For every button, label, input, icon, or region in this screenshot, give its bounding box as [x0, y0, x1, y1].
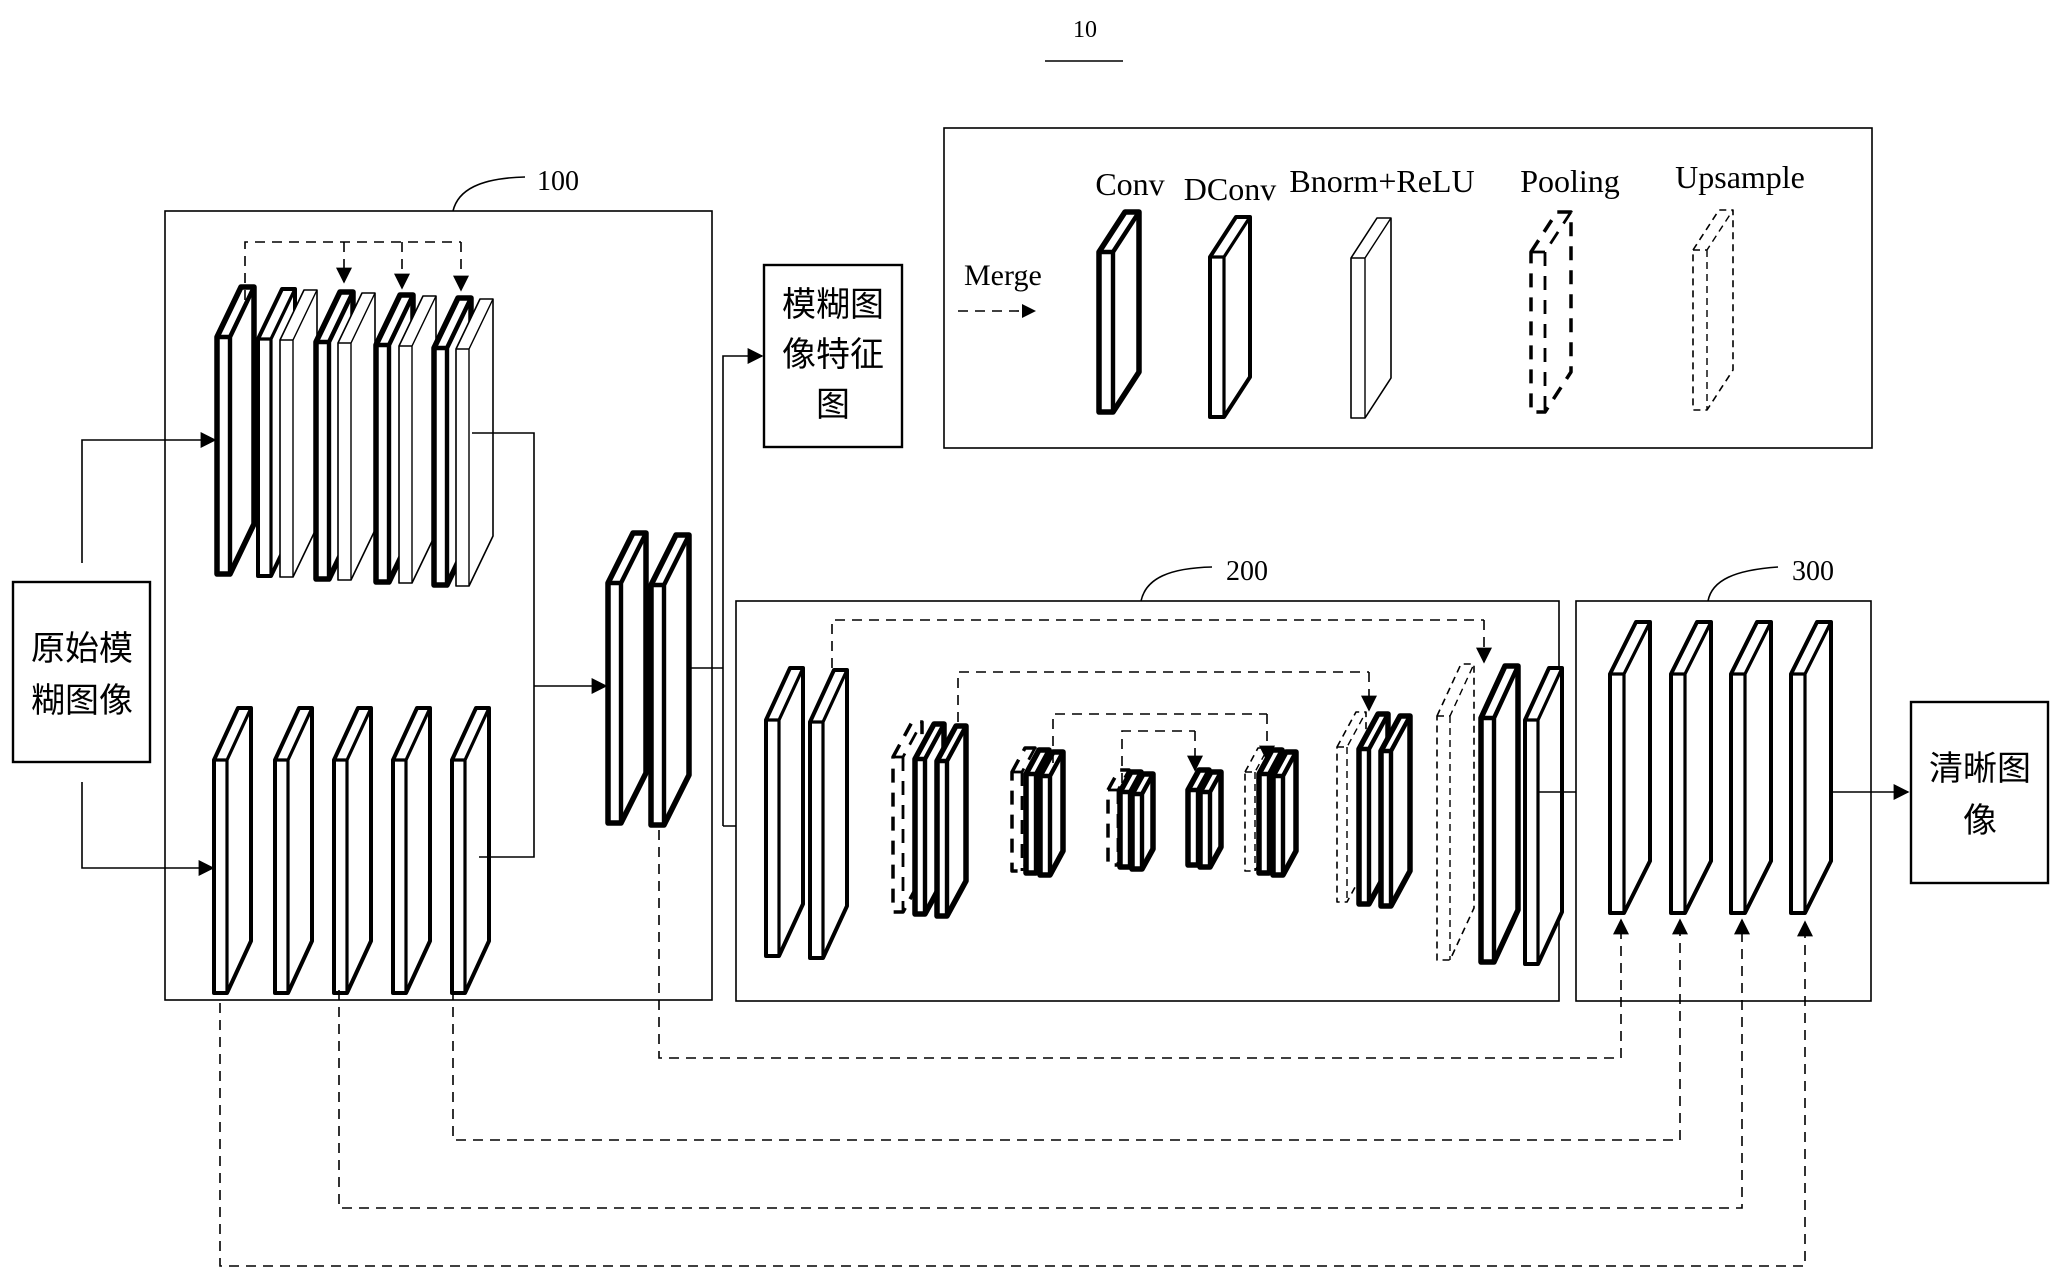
fusion-layer-dconv-icon	[1610, 622, 1650, 913]
fusion-layer-dconv-icon	[1671, 622, 1711, 913]
module-300-leader	[1708, 567, 1778, 601]
input-image-node: 原始模 糊图像	[13, 582, 150, 762]
input-image-label-line1: 原始模	[31, 629, 133, 669]
encoder-bottom-layer-dconv-icon	[334, 708, 371, 993]
encoder-top-layer-bnorm-icon	[280, 290, 317, 577]
legend-label-upsample: Upsample	[1675, 159, 1805, 195]
legend-label-conv: Conv	[1095, 166, 1164, 202]
fusion-layer-dconv-icon	[1731, 622, 1771, 913]
sharp-image-box	[1911, 702, 2048, 883]
unet-out-layer-conv-icon	[1481, 666, 1518, 962]
sharp-image-label-line2: 像	[1963, 801, 1997, 841]
legend-label-bnorm-relu: Bnorm+ReLU	[1289, 163, 1474, 199]
fusion-layer-dconv-icon	[1791, 622, 1831, 913]
blur-feature-map-node: 模糊图 像特征 图	[764, 265, 902, 447]
module-300-ref: 300	[1792, 556, 1834, 587]
unet-out-layer-dconv-icon	[1525, 668, 1562, 964]
encoder-merge-layer-conv-icon	[608, 533, 646, 823]
module-200-ref: 200	[1226, 556, 1268, 587]
unet-enc2-layer-conv-icon	[937, 726, 966, 916]
unet-dec3-layer-conv-icon	[1200, 772, 1221, 867]
input-image-label-line2: 糊图像	[31, 681, 133, 721]
unet-enc3-layer-conv-icon	[1040, 752, 1063, 875]
encoder-merge-layer-conv-icon	[651, 535, 689, 825]
sharp-image-label-line1: 清晰图	[1929, 749, 2031, 789]
encoder-bottom-layer-dconv-icon	[452, 708, 489, 993]
legend-merge-label: Merge	[964, 259, 1042, 292]
encoder-top-layer-bnorm-icon	[399, 296, 436, 583]
legend-label-pooling: Pooling	[1520, 163, 1620, 199]
unet-dec2-layer-conv-icon	[1273, 752, 1296, 875]
unet-out-layer-upsample-icon	[1437, 664, 1474, 960]
feature-map-label-line2: 像特征	[782, 335, 884, 375]
unet-dec1-layer-conv-icon	[1381, 716, 1410, 906]
encoder-bottom-layer-dconv-icon	[393, 708, 430, 993]
module-100: 100	[165, 166, 712, 1000]
legend-glyph-bnorm-icon	[1351, 218, 1391, 418]
module-200-leader	[1141, 567, 1212, 601]
encoder-bottom-layer-dconv-icon	[275, 708, 312, 993]
legend-label-dconv: DConv	[1184, 171, 1276, 207]
module-100-ref: 100	[537, 166, 579, 197]
figure-number: 10	[1045, 17, 1123, 61]
legend-glyph-conv-icon	[1099, 212, 1139, 412]
encoder-bottom-layer-dconv-icon	[214, 708, 251, 993]
unet-enc1-layer-dconv-icon	[766, 668, 803, 956]
feature-map-label-line3: 图	[816, 385, 850, 425]
module-200: 200	[736, 556, 1562, 1001]
legend: Merge Conv DConv Bnorm+ReLU Pooling Upsa…	[944, 128, 1872, 448]
encoder-top-layer-conv-icon	[217, 287, 254, 574]
feature-map-label-line1: 模糊图	[782, 285, 884, 325]
legend-glyph-dconv-icon	[1210, 217, 1250, 417]
figure-number-text: 10	[1073, 17, 1097, 43]
unet-enc1-layer-dconv-icon	[810, 670, 847, 958]
encoder-top-layer-bnorm-icon	[338, 293, 375, 580]
module-100-leader	[453, 177, 525, 211]
encoder-top-layer-bnorm-icon	[456, 299, 493, 586]
input-image-box	[13, 582, 150, 762]
unet-bottleneck-layer-conv-icon	[1132, 774, 1153, 869]
sharp-image-node: 清晰图 像	[1911, 702, 2048, 883]
